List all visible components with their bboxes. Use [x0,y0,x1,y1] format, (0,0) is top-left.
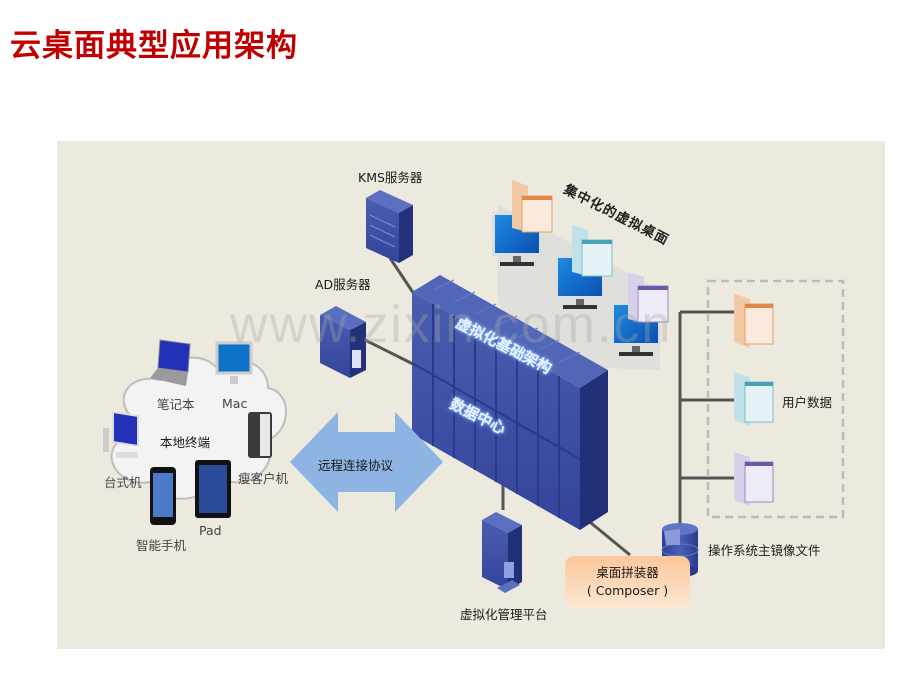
tablet-icon [195,460,231,518]
desktop-pc-icon [103,410,139,458]
management-server-icon [482,512,522,593]
data-center-racks [411,275,608,530]
device-label-mac: Mac [222,396,248,411]
terminal-cloud-label: 本地终端 [160,435,211,450]
ad-server-label: AD服务器 [315,277,371,292]
user-data-folder-purple-icon [734,452,774,506]
thin-client-icon [248,412,272,458]
composer-name: 桌面拼装器 [596,565,659,580]
device-label-smartphone: 智能手机 [136,538,187,553]
device-label-laptop: 笔记本 [157,397,195,412]
kms-server-icon [366,190,413,263]
remote-protocol-arrow [290,412,443,512]
user-data-frame [706,279,845,519]
desktop-folder-blue-icon [572,225,613,277]
page-title: 云桌面典型应用架构 [10,28,298,64]
user-data-folder-blue-icon [734,372,774,426]
os-image-label: 操作系统主镜像文件 [708,543,821,558]
device-label-thin-client: 瘦客户机 [238,471,289,486]
user-data-label: 用户数据 [782,395,833,410]
laptop-icon [150,339,191,386]
user-data-folder-orange-icon [734,294,774,348]
desktop-folder-orange-icon [512,180,553,233]
ad-link [364,338,416,367]
desktop-monitor-icon-3 [611,302,661,356]
kms-server-label: KMS服务器 [358,170,423,185]
ad-server-icon [320,306,366,378]
connector-lines [364,257,735,557]
mac-icon [215,341,253,384]
smartphone-icon [150,467,176,525]
composer-link [584,516,631,557]
composer-subtitle: ( Composer ) [586,583,669,598]
remote-protocol-label: 远程连接协议 [318,458,394,473]
watermark: www.zixin.com.cn [230,296,673,354]
device-label-desktop: 台式机 [104,475,142,490]
device-label-pad: Pad [199,523,222,538]
desktop-folder-purple-icon [628,272,669,323]
composer-box: 桌面拼装器 ( Composer ) [565,556,690,608]
management-platform-label: 虚拟化管理平台 [460,607,548,622]
